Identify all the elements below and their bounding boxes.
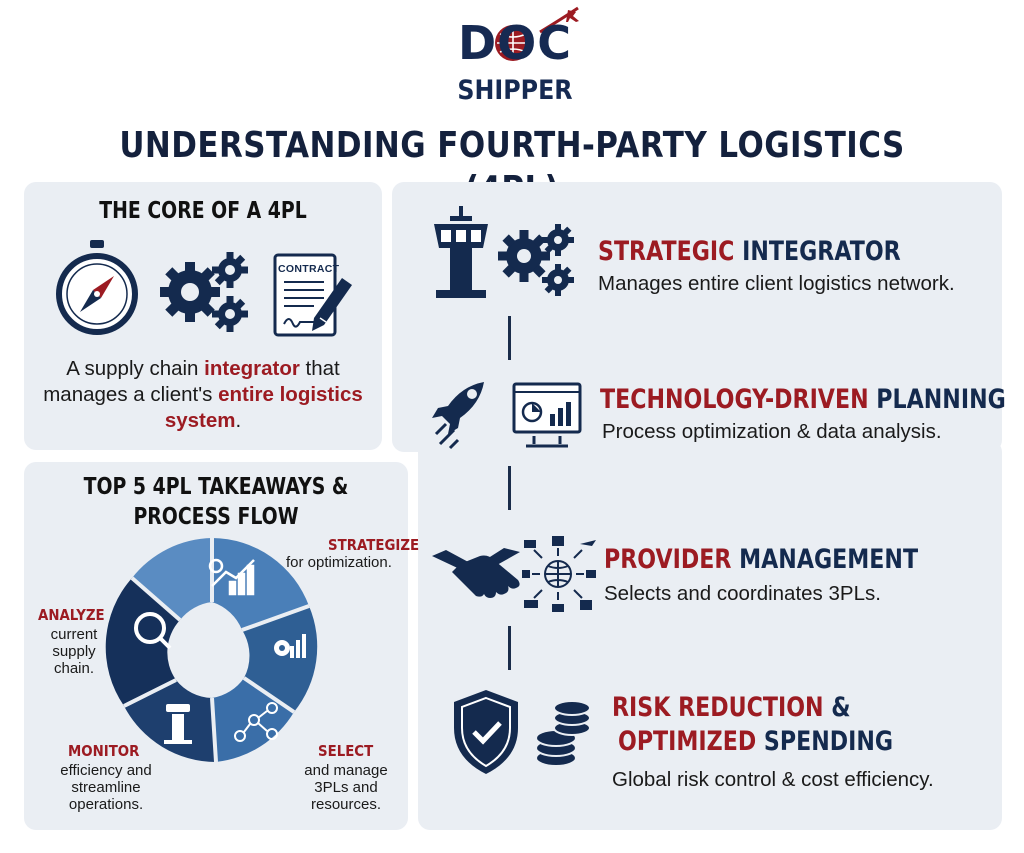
connector-line bbox=[508, 316, 511, 360]
magnifier-icon bbox=[134, 612, 172, 650]
feature-title-rest: SPENDING bbox=[756, 726, 894, 757]
feature-title-highlight: RISK REDUCTION bbox=[612, 692, 824, 723]
feature-title-highlight: STRATEGIC bbox=[598, 236, 735, 267]
shield-coins-icon bbox=[454, 690, 591, 774]
core-desc-highlight-entire: entire logistics system bbox=[164, 383, 363, 432]
feature-technology-planning-title: TECHNOLOGY-DRIVEN PLANNING bbox=[600, 384, 1006, 416]
compass-icon bbox=[56, 240, 138, 335]
core-desc-part: A supply chain bbox=[66, 357, 205, 380]
connector-line bbox=[508, 626, 511, 670]
step-monitor-desc: efficiency and streamline operations. bbox=[60, 762, 152, 813]
rocket-dashboard-icon bbox=[432, 382, 582, 450]
feature-strategic-integrator-title: STRATEGIC INTEGRATOR bbox=[598, 236, 901, 268]
feature-technology-planning-desc: Process optimization & data analysis. bbox=[602, 420, 942, 443]
gears-icon bbox=[160, 252, 248, 332]
globe-plane-icon bbox=[495, 6, 579, 61]
step-analyze-desc: current supply chain. bbox=[50, 626, 98, 677]
core-desc-highlight-integrator: integrator bbox=[204, 357, 300, 380]
core-desc-part: that manages a client's bbox=[43, 357, 340, 406]
step-analyze-name: ANALYZE bbox=[38, 606, 105, 624]
ring-segment-optimize bbox=[242, 606, 318, 712]
connector-line bbox=[508, 466, 511, 510]
features-panel-top bbox=[392, 182, 1002, 452]
feature-risk-reduction-desc: Global risk control & cost efficiency. bbox=[612, 768, 934, 791]
ring-segment-monitor bbox=[124, 680, 216, 762]
feature-strategic-integrator-desc: Manages entire client logistics network. bbox=[598, 272, 955, 295]
control-tower-icon bbox=[164, 704, 192, 744]
feature-title-highlight: PROVIDER bbox=[604, 544, 732, 575]
feature-title-rest: MANAGEMENT bbox=[731, 544, 919, 575]
step-select-desc: and manage 3PLs and resources. bbox=[304, 762, 388, 813]
network-people-icon bbox=[234, 702, 278, 742]
logo-doc-text: DOC bbox=[457, 16, 573, 70]
core-desc-part: . bbox=[235, 409, 242, 432]
feature-provider-management-desc: Selects and coordinates 3PLs. bbox=[604, 582, 881, 605]
feature-title-rest: INTEGRATOR bbox=[734, 236, 901, 267]
feature-title-rest: & bbox=[823, 692, 851, 723]
doc-shipper-logo: DOC SHIPPER bbox=[440, 6, 590, 114]
core-title: THE CORE OF A 4PL bbox=[99, 198, 307, 224]
ring-segment-strategize bbox=[212, 538, 309, 630]
ring-segment-top bbox=[132, 538, 212, 620]
step-strategize-desc: for optimization. bbox=[286, 554, 392, 571]
feature-title-highlight: OPTIMIZED bbox=[618, 726, 757, 757]
process-flow-panel bbox=[24, 462, 408, 830]
chart-up-icon bbox=[211, 559, 255, 596]
contract-label: CONTRACT bbox=[278, 263, 340, 275]
process-cycle-ring bbox=[105, 538, 318, 763]
flow-title: TOP 5 4PL TAKEAWAYS & PROCESS FLOW bbox=[83, 474, 349, 530]
step-select-name: SELECT bbox=[318, 742, 374, 760]
step-strategize-name: STRATEGIZE bbox=[328, 536, 420, 554]
tower-gears-icon bbox=[434, 206, 574, 298]
step-monitor-name: MONITOR bbox=[68, 742, 140, 760]
feature-title-highlight: TECHNOLOGY-DRIVEN bbox=[600, 384, 869, 415]
logo-shipper-text: SHIPPER bbox=[457, 75, 573, 106]
feature-risk-reduction-title: RISK REDUCTION & bbox=[612, 692, 851, 724]
feature-provider-management-title: PROVIDER MANAGEMENT bbox=[604, 544, 918, 576]
feature-optimized-spending-title: OPTIMIZED SPENDING bbox=[618, 726, 893, 758]
feature-title-rest: PLANNING bbox=[868, 384, 1006, 415]
contract-icon: CONTRACT bbox=[272, 252, 356, 340]
handshake-network-icon bbox=[432, 536, 596, 612]
core-description: A supply chain integrator that manages a… bbox=[34, 356, 372, 434]
features-panel-bottom bbox=[418, 440, 1002, 830]
